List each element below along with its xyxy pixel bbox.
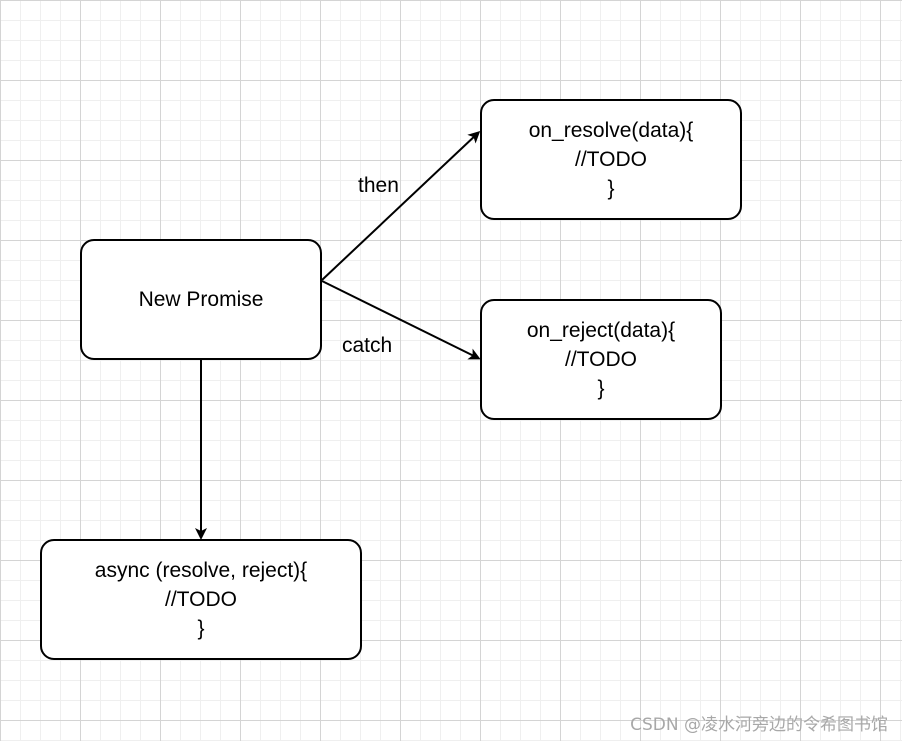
async-executor-todo: //TODO: [165, 588, 237, 611]
then-edge-label: then: [358, 174, 399, 197]
new-promise-label: New Promise: [138, 288, 264, 311]
on-resolve-closing-brace: }: [607, 177, 615, 200]
on-reject-node[interactable]: on_reject(data){ //TODO }: [480, 299, 722, 420]
new-promise-node[interactable]: New Promise: [80, 239, 322, 360]
on-resolve-node[interactable]: on_resolve(data){ //TODO }: [480, 99, 742, 220]
catch-arrow[interactable]: [321, 280, 481, 360]
on-reject-signature: on_reject(data){: [526, 319, 676, 342]
async-executor-closing-brace: }: [197, 617, 205, 640]
on-reject-closing-brace: }: [597, 377, 605, 400]
async-executor-node[interactable]: async (resolve, reject){ //TODO }: [40, 539, 362, 660]
watermark-text: CSDN @凌水河旁边的令希图书馆: [630, 715, 888, 735]
then-arrow[interactable]: [321, 130, 481, 281]
async-executor-signature: async (resolve, reject){: [94, 559, 308, 582]
on-resolve-todo: //TODO: [575, 148, 647, 171]
on-resolve-signature: on_resolve(data){: [528, 119, 694, 142]
catch-edge-label: catch: [342, 334, 393, 357]
on-reject-todo: //TODO: [565, 348, 637, 371]
